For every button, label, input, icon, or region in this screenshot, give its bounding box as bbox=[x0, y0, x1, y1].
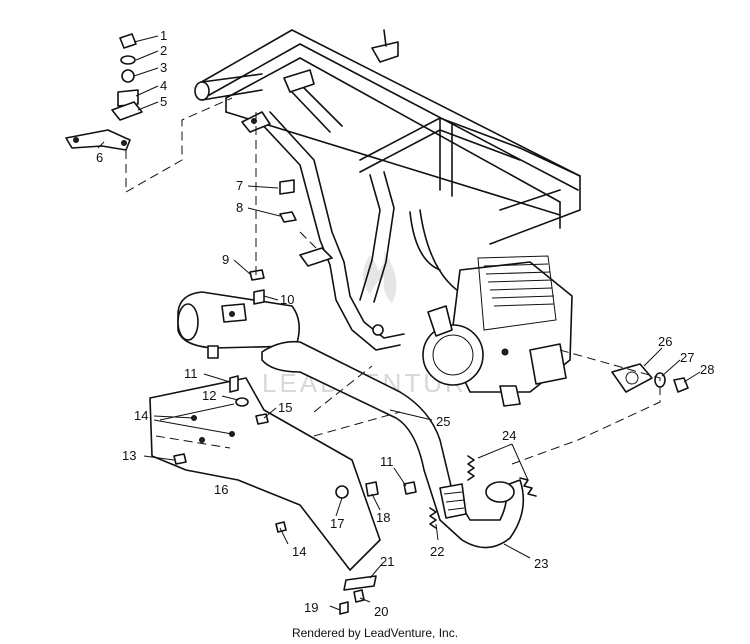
callout-13: 13 bbox=[122, 448, 136, 463]
callout-3: 3 bbox=[160, 60, 167, 75]
callout-8: 8 bbox=[236, 200, 243, 215]
callout-12: 12 bbox=[202, 388, 216, 403]
callout-20: 20 bbox=[374, 604, 388, 619]
callout-14-lower: 14 bbox=[292, 544, 306, 559]
callout-6: 6 bbox=[96, 150, 103, 165]
callout-28: 28 bbox=[700, 362, 714, 377]
callout-23: 23 bbox=[534, 556, 548, 571]
leader-lines bbox=[97, 35, 701, 611]
callout-15: 15 bbox=[278, 400, 292, 415]
callout-14-upper: 14 bbox=[134, 408, 148, 423]
callout-27: 27 bbox=[680, 350, 694, 365]
engine bbox=[422, 255, 573, 407]
heat-shield bbox=[149, 377, 381, 571]
callout-5: 5 bbox=[160, 94, 167, 109]
hardware bbox=[65, 33, 417, 615]
callout-21: 21 bbox=[380, 554, 394, 569]
callout-17: 17 bbox=[330, 516, 344, 531]
muffler bbox=[177, 291, 300, 359]
callout-2: 2 bbox=[160, 43, 167, 58]
exhaust-flange bbox=[611, 363, 689, 393]
callout-7: 7 bbox=[236, 178, 243, 193]
callout-1: 1 bbox=[160, 28, 167, 43]
callout-18: 18 bbox=[376, 510, 390, 525]
callouts: 1 2 3 4 5 6 7 8 9 10 11 12 13 14 15 16 1… bbox=[96, 28, 714, 619]
callout-19: 19 bbox=[304, 600, 318, 615]
head-pipe bbox=[261, 340, 525, 549]
callout-4: 4 bbox=[160, 78, 167, 93]
callout-9: 9 bbox=[222, 252, 229, 267]
callout-16: 16 bbox=[214, 482, 228, 497]
callout-11-lower: 11 bbox=[380, 454, 394, 469]
footer-credit: Rendered by LeadVenture, Inc. bbox=[291, 626, 459, 640]
guide-lines bbox=[125, 97, 661, 465]
springs bbox=[429, 455, 537, 529]
callout-10: 10 bbox=[280, 292, 294, 307]
callout-25: 25 bbox=[436, 414, 450, 429]
callout-24: 24 bbox=[502, 428, 516, 443]
callout-26: 26 bbox=[658, 334, 672, 349]
callout-11-upper: 11 bbox=[184, 366, 198, 381]
callout-22: 22 bbox=[430, 544, 444, 559]
